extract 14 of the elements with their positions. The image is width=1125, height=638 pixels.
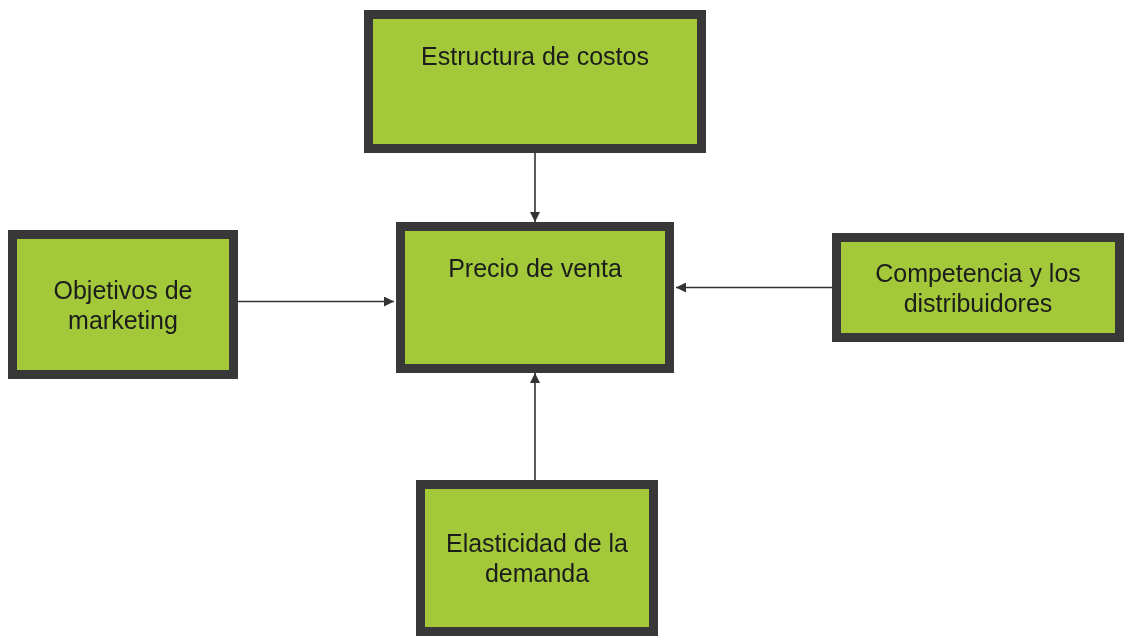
process-box xyxy=(364,10,706,153)
process-box xyxy=(832,233,1124,342)
process-box xyxy=(396,222,674,373)
process-box xyxy=(8,230,238,379)
arrow xyxy=(530,372,540,481)
arrow xyxy=(530,152,540,223)
arrow xyxy=(237,296,395,307)
arrow xyxy=(675,282,833,293)
box-label: Elasticidad de la demanda xyxy=(444,528,630,588)
box-label: Objetivos de marketing xyxy=(52,274,194,335)
process-box xyxy=(416,480,658,636)
box-label: Precio de venta xyxy=(448,253,622,283)
box-label: Estructura de costos xyxy=(421,41,649,71)
box-label: Competencia y los distribuidores xyxy=(874,257,1082,318)
